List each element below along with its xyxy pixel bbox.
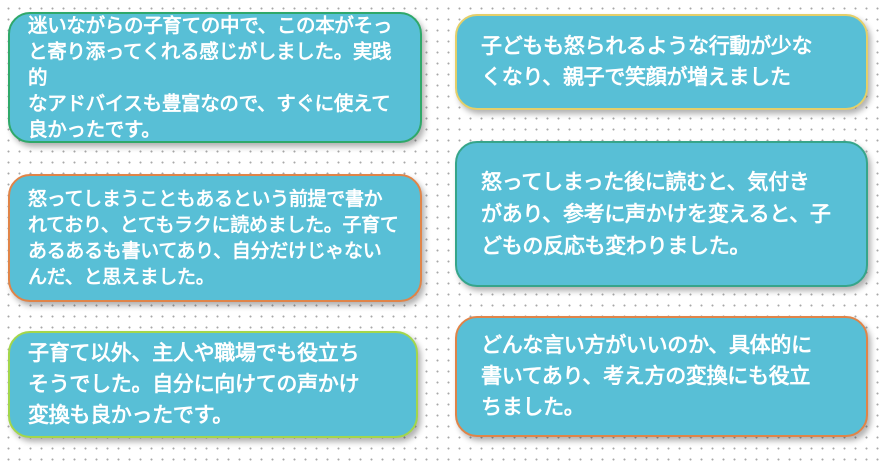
review-text-1: 迷いながらの子育ての中で、この本がそっ と寄り添ってくれる感じがしました。実践的… xyxy=(28,13,393,141)
review-card-6: どんな言い方がいいのか、具体的に 書いてあり、考え方の変換にも役立 ちました。 xyxy=(455,316,868,437)
review-card-4: 怒ってしまった後に読むと、気付き があり、参考に声かけを変えると、子 どもの反応… xyxy=(455,141,868,287)
review-card-5: 子育て以外、主人や職場でも役立ち そうでした。自分に向けての声かけ 変換も良かっ… xyxy=(8,331,418,438)
review-text-4: 怒ってしまった後に読むと、気付き があり、参考に声かけを変えると、子 どもの反応… xyxy=(481,170,831,258)
review-text-2: 子どもも怒られるような行動が少な くなり、親子で笑顔が増えました xyxy=(481,34,813,89)
review-card-1: 迷いながらの子育ての中で、この本がそっ と寄り添ってくれる感じがしました。実践的… xyxy=(8,12,422,143)
review-card-3: 怒ってしまうこともあるという前提で書か れており、とてもラクに読めました。子育て… xyxy=(8,174,422,302)
review-text-3: 怒ってしまうこともあるという前提で書か れており、とてもラクに読めました。子育て… xyxy=(28,188,399,288)
review-text-6: どんな言い方がいいのか、具体的に 書いてあり、考え方の変換にも役立 ちました。 xyxy=(481,333,812,419)
review-text-5: 子育て以外、主人や職場でも役立ち そうでした。自分に向けての声かけ 変換も良かっ… xyxy=(28,341,360,427)
review-card-2: 子どもも怒られるような行動が少な くなり、親子で笑顔が増えました xyxy=(455,14,868,110)
